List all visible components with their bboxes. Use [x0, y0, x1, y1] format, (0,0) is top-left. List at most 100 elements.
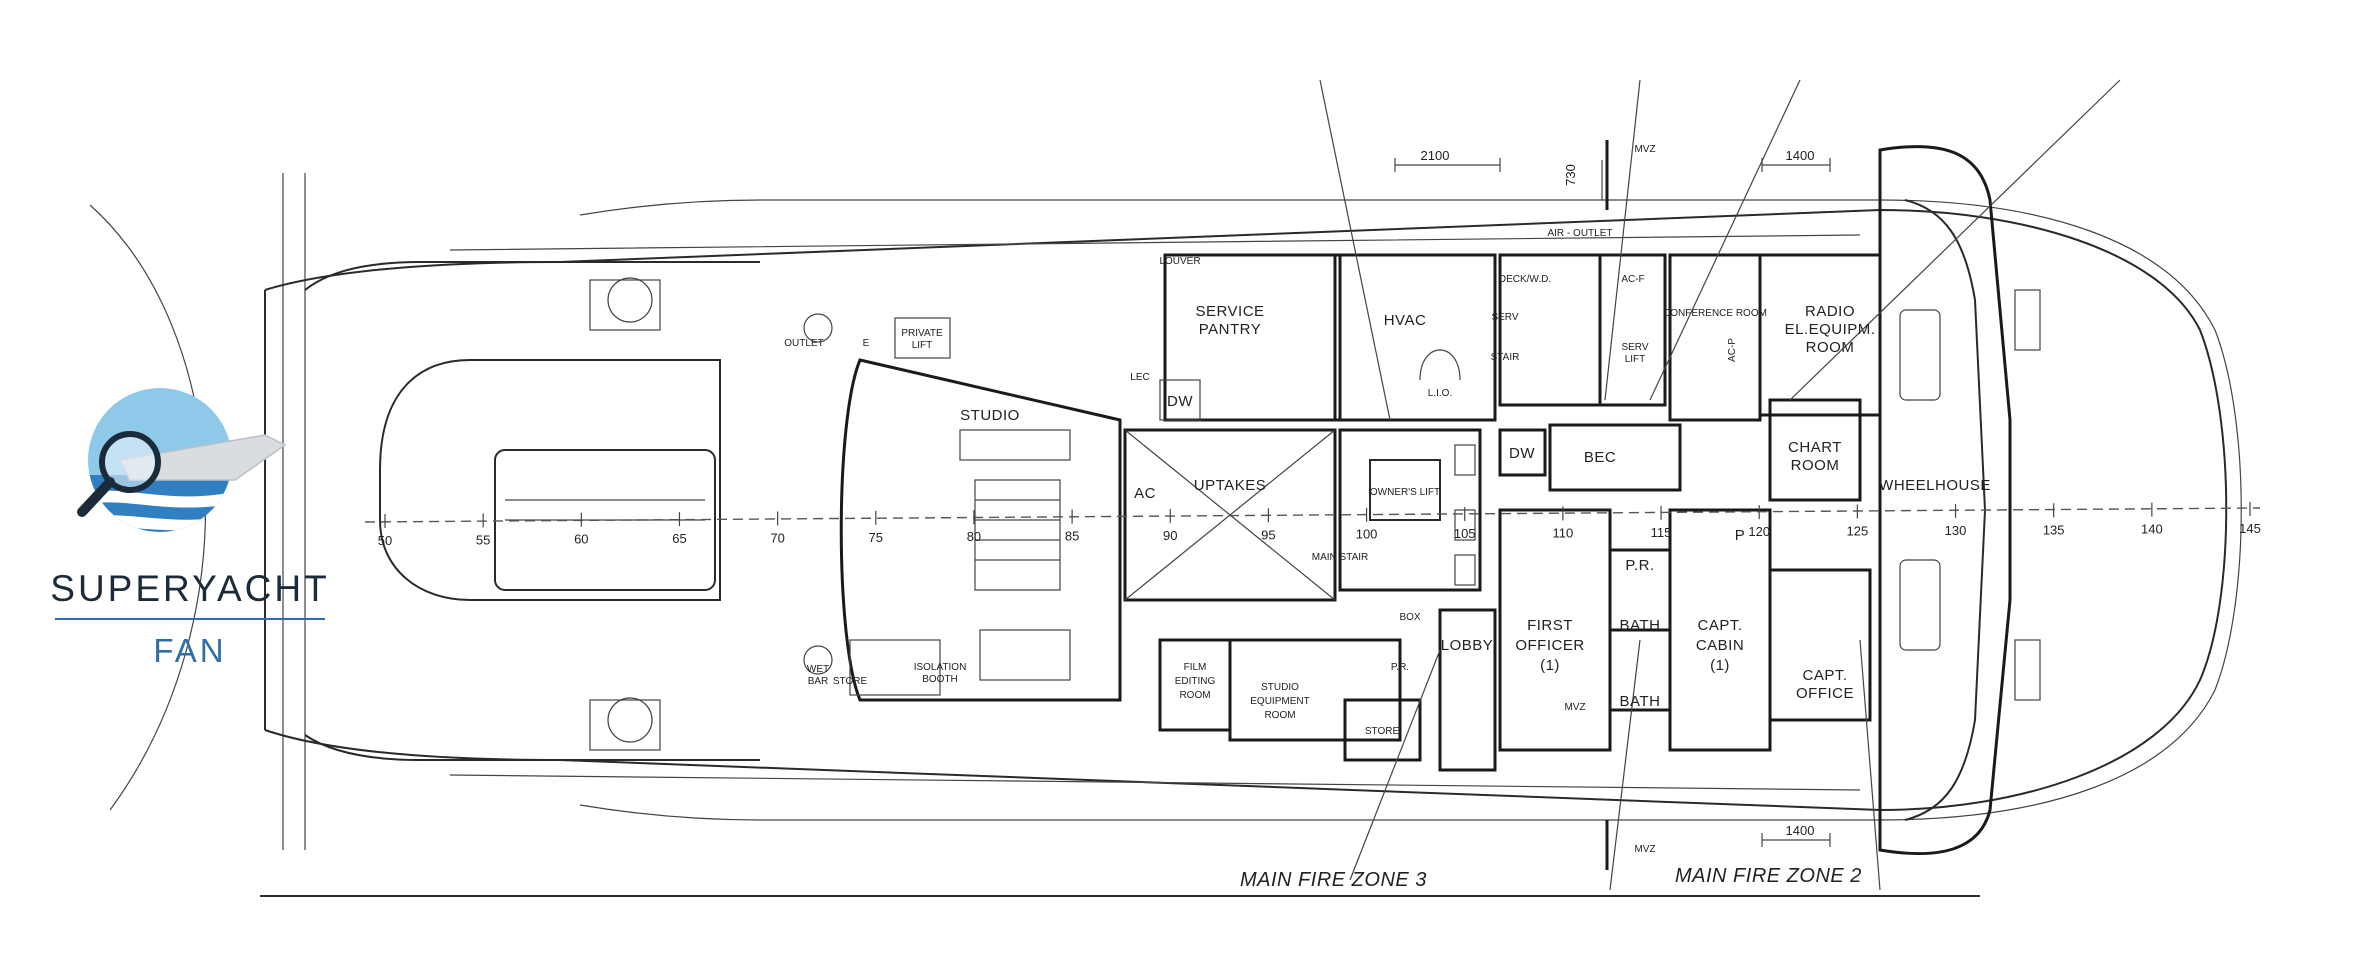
radio-label-3: ROOM: [1806, 339, 1855, 356]
serv-lift-label-1: SERV: [1621, 342, 1648, 353]
isolation-booth-label-1: ISOLATION: [914, 662, 967, 673]
logo-divider: [55, 618, 325, 620]
store-label-aft: STORE: [833, 676, 868, 687]
bec-box: [1548, 423, 1682, 492]
lio-label: L.I.O.: [1428, 388, 1452, 399]
dimension-1400-bottom: 1400: [1786, 823, 1815, 838]
frame-number: 90: [1163, 528, 1177, 543]
ac-f-box: [1598, 253, 1667, 407]
serv-label: SERV: [1491, 312, 1518, 323]
lift-column-1: [1454, 444, 1476, 476]
outlet-label: OUTLET: [784, 338, 823, 349]
frame-number: 95: [1261, 527, 1275, 542]
aft-stair-area: [379, 359, 721, 601]
deck-wd-label: DECK/W.D.: [1499, 274, 1551, 285]
lobby-box: [1438, 608, 1497, 772]
superyacht-fan-logo: [77, 388, 287, 532]
capt-cabin-label-2: CABIN: [1696, 637, 1744, 654]
room-labels: SERVICE PANTRY HVAC DECK/W.D. AC-F CONFE…: [784, 228, 1990, 737]
mvz-line-mid-bottom: [1609, 639, 1641, 891]
bec-label: BEC: [1584, 449, 1616, 466]
ac-p-label: AC-P: [1727, 338, 1738, 362]
lec-label: LEC: [1130, 372, 1149, 383]
frame-number: 115: [1651, 525, 1672, 540]
lift-column-3: [1454, 554, 1476, 586]
mvz-label-bottom: MVZ: [1634, 844, 1655, 855]
ac-label: AC: [1134, 485, 1156, 502]
mvz-line-aft-bottom: [1349, 649, 1441, 881]
bath-label-1: BATH: [1620, 617, 1661, 634]
dimension-1400-top: 1400: [1786, 148, 1815, 163]
chart-room-label-1: CHART: [1788, 439, 1842, 456]
chart-room-box: [1768, 398, 1862, 502]
frame-number: 125: [1847, 524, 1869, 539]
dim-2100-line: [1394, 158, 1501, 172]
hvac-label: HVAC: [1384, 312, 1427, 329]
helm-chair-starboard: [1899, 559, 1941, 651]
aft-stair-box-port: [589, 279, 661, 331]
studio-equipment-label-1: STUDIO: [1261, 682, 1299, 693]
frame-number: 75: [869, 530, 883, 545]
conference-label: CONFERENCE ROOM: [1663, 308, 1767, 319]
chart-room-label-2: ROOM: [1791, 457, 1840, 474]
logo-subtitle: FAN: [153, 632, 227, 669]
pr-label-studio: P.R.: [1391, 662, 1409, 673]
studio-equipment-box: [1228, 638, 1402, 742]
frame-number: 120: [1748, 524, 1770, 539]
logo-wave-1: [88, 488, 232, 508]
service-pantry-label-1: SERVICE: [1195, 303, 1264, 320]
bridge-wing-console-2: [2014, 639, 2041, 701]
main-fire-zone-2: MAIN FIRE ZONE 2: [1675, 865, 1862, 887]
wheelhouse-outline: [1878, 145, 2012, 856]
frame-number: 140: [2141, 522, 2163, 537]
frame-number: 55: [476, 532, 490, 547]
frame-number: 50: [378, 533, 392, 548]
service-pantry-box: [1163, 253, 1342, 422]
pr-label-officer: P.R.: [1625, 557, 1654, 574]
hvac-stair: [1419, 349, 1461, 381]
dimension-730: 730: [1563, 164, 1578, 186]
studio-wall: [839, 358, 1122, 702]
frame-number: 110: [1553, 525, 1574, 540]
helm-chair-port: [1899, 309, 1941, 401]
centreline: [364, 507, 2261, 523]
dw-label-bec: DW: [1509, 445, 1535, 462]
bridge-wing-console-1: [2014, 289, 2041, 351]
store-label: STORE: [1365, 726, 1400, 737]
aft-deck-outline: [304, 261, 760, 761]
dw-box-pantry: [1159, 379, 1201, 421]
uptakes-box: [1123, 428, 1337, 602]
lift-core: [1338, 428, 1482, 592]
private-lift-label-2: LIFT: [912, 340, 933, 351]
aft-stair-box-starboard: [589, 699, 661, 751]
service-pantry-label-2: PANTRY: [1199, 321, 1261, 338]
frame-number: 135: [2043, 522, 2065, 537]
first-officer-label-3: (1): [1540, 657, 1560, 674]
frame-number: 65: [672, 531, 686, 546]
dim-1400-bottom-line: [1761, 833, 1831, 847]
dw-box-bec: [1498, 428, 1547, 477]
studio-console: [979, 629, 1071, 681]
studio-label: STUDIO: [960, 407, 1020, 424]
main-fire-zone-3: MAIN FIRE ZONE 3: [1240, 869, 1427, 891]
air-outlet-label: AIR - OUTLET: [1547, 228, 1612, 239]
conference-box: [1668, 253, 1762, 422]
mvz-line-fwd-top: [1649, 79, 1801, 401]
private-lift-box: [894, 317, 951, 359]
isolation-booth-box: [849, 639, 941, 696]
film-editing-label-3: ROOM: [1179, 690, 1210, 701]
louver-label: LOUVER: [1159, 256, 1200, 267]
bath-label-2: BATH: [1620, 693, 1661, 710]
frame-number: 85: [1065, 529, 1079, 544]
capt-office-box: [1768, 568, 1872, 722]
capt-cabin-label-1: CAPT.: [1697, 617, 1742, 634]
wet-bar-round: [803, 645, 833, 675]
frame-number: 105: [1454, 526, 1476, 541]
frame-number: 145: [2239, 521, 2261, 536]
logo-wordmark: SUPERYACHT: [50, 568, 330, 609]
film-editing-label-2: EDITING: [1175, 676, 1216, 687]
main-stair-label: MAIN STAIR: [1312, 552, 1368, 563]
hull-outline-inner: [579, 199, 2242, 821]
